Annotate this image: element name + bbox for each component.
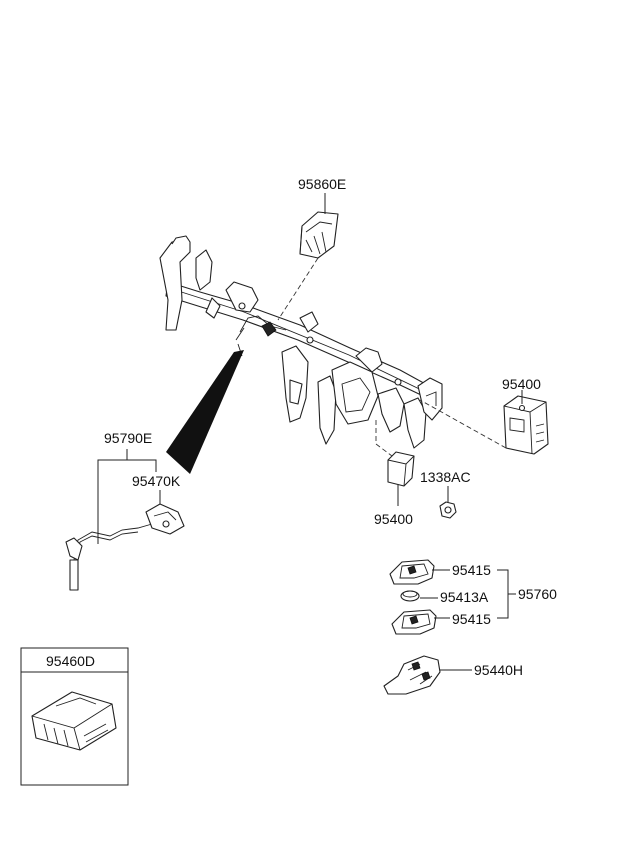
label-95415-bottom: 95415 bbox=[452, 611, 491, 627]
cowl-cross-bar-assembly bbox=[159, 235, 443, 449]
label-95760: 95760 bbox=[518, 586, 557, 602]
label-95860E: 95860E bbox=[298, 176, 346, 192]
dash-95400-bottom bbox=[375, 420, 393, 457]
label-1338AC: 1338AC bbox=[420, 469, 471, 485]
label-95415-top: 95415 bbox=[452, 562, 491, 578]
dash-95400-right bbox=[419, 399, 507, 449]
label-95790E: 95790E bbox=[104, 430, 152, 446]
antenna-sensor-95790E-icon bbox=[65, 503, 185, 591]
label-95440H: 95440H bbox=[474, 662, 523, 678]
dash-95860E bbox=[277, 257, 319, 321]
battery-95413A-icon bbox=[400, 590, 420, 602]
module-95860E-icon bbox=[299, 211, 339, 259]
smart-key-95440H-icon bbox=[383, 655, 441, 695]
label-95400-bottom: 95400 bbox=[374, 511, 413, 527]
key-fob-95415-top-icon bbox=[389, 559, 435, 585]
leader-wedge bbox=[166, 350, 244, 474]
label-95470K: 95470K bbox=[132, 473, 181, 489]
label-95400-right: 95400 bbox=[502, 376, 541, 392]
label-95413A: 95413A bbox=[440, 589, 489, 605]
box-95460D bbox=[20, 647, 129, 786]
control-unit-95460D-icon bbox=[31, 691, 117, 751]
label-95460D: 95460D bbox=[46, 653, 95, 669]
module-95400-right-icon bbox=[503, 395, 549, 455]
relay-95400-bottom-icon bbox=[387, 451, 415, 487]
nut-1338AC-icon bbox=[439, 501, 457, 519]
bracket-95760 bbox=[497, 569, 516, 619]
key-fob-95415-bottom-icon bbox=[391, 609, 437, 635]
